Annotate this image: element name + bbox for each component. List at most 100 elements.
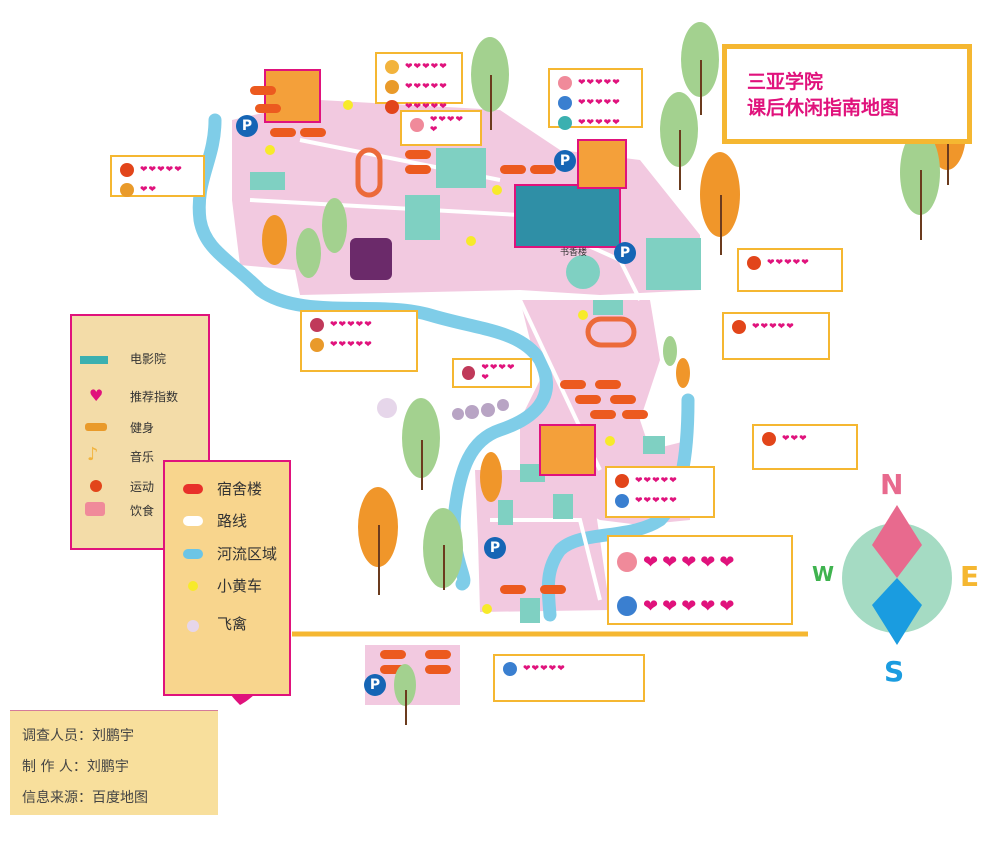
legend-label: 路线 (217, 512, 248, 530)
info-box: ❤❤❤❤❤❤❤❤❤❤ (607, 535, 793, 625)
rating-hearts: ❤❤❤❤❤ (405, 82, 448, 92)
music-icon: ♪ (87, 444, 99, 465)
info-row: ❤❤❤❤❤ (558, 93, 633, 113)
tracks (355, 147, 637, 348)
heart-icon: ❤ (429, 115, 439, 125)
rating-hearts: ❤❤❤❤❤ (578, 118, 621, 128)
info-row: ❤❤❤❤❤ (615, 491, 705, 511)
dumbbell-icon (120, 183, 134, 197)
ball-icon (762, 432, 776, 446)
drinks-icon (503, 662, 517, 676)
rating-hearts: ❤❤❤❤❤ (405, 62, 448, 72)
heart-icon: ❤ (338, 320, 348, 330)
credit-surveyor: 调查人员：刘鹏宇 (22, 728, 134, 744)
heart-icon: ❤ (413, 82, 423, 92)
compass (842, 505, 952, 645)
dumbbell-icon (310, 338, 324, 352)
info-box: ❤❤❤❤❤ (722, 312, 830, 360)
heart-icon: ❤ (660, 496, 670, 506)
heart-icon: ❤ (148, 165, 158, 175)
heart-icon: ❤ (792, 258, 802, 268)
heart-icon: ❤ (347, 340, 356, 350)
heart-icon: ❤ (643, 551, 663, 573)
legend-label: 健身 (130, 421, 155, 435)
heart-icon: ❤ (422, 102, 431, 112)
info-box: ❤❤❤❤❤❤❤ (110, 155, 205, 197)
heart-icon: ❤ (430, 62, 440, 72)
books-icon (310, 318, 324, 332)
heart-icon: ❤ (165, 165, 175, 175)
heart-icon: ❤ (595, 78, 604, 88)
heart-icon: ❤ (700, 595, 720, 617)
credits-panel: 调查人员：刘鹏宇 制 作 人：刘鹏宇 信息来源：百度地图 (10, 710, 218, 815)
info-row: ❤❤❤❤❤ (385, 97, 453, 117)
heart-icon: ❤ (578, 118, 587, 128)
legend-label: 小黄车 (217, 577, 263, 595)
rating-hearts: ❤❤❤❤❤ (643, 552, 738, 573)
info-row: ❤❤❤❤❤ (503, 659, 635, 679)
heart-icon: ❤ (775, 258, 785, 268)
compass-west: W (812, 562, 835, 586)
info-row: ❤❤❤❤❤ (558, 113, 633, 133)
info-box: ❤❤❤❤❤ (452, 358, 532, 388)
drinks-icon (558, 96, 572, 110)
heart-icon: ❤ (652, 476, 661, 486)
legend-label: 河流区域 (217, 545, 278, 563)
legend-label: 运动 (130, 480, 155, 494)
heart-icon: ❤ (603, 98, 613, 108)
heart-icon: ❤ (603, 118, 613, 128)
cinema-icon (558, 116, 572, 130)
info-row: ❤❤❤ (762, 429, 848, 449)
heart-icon: ❤ (413, 102, 423, 112)
heart-icon: ❤ (784, 258, 793, 268)
heart-icon: ❤ (347, 320, 356, 330)
heart-icon: ❤ (595, 118, 604, 128)
info-row: ❤❤ (120, 180, 195, 200)
heart-icon: ❤ (769, 322, 778, 332)
rating-hearts: ❤❤❤❤❤ (430, 115, 472, 135)
color-legend: 宿舍楼 路线 河流区域 小黄车 飞禽 (163, 460, 291, 696)
music-icon (385, 60, 399, 74)
heart-icon: ❤ (355, 320, 365, 330)
heart-icon: ❤ (355, 340, 365, 350)
heart-icon: ❤ (660, 476, 670, 486)
heart-icon: ❤ (157, 165, 166, 175)
title-line2: 课后休闲指南地图 (747, 97, 900, 119)
rating-hearts: ❤❤❤❤❤ (767, 258, 810, 268)
drinks-icon (617, 596, 637, 616)
rating-hearts: ❤❤❤❤❤ (523, 664, 566, 674)
heart-icon: ❤ (801, 258, 810, 268)
info-row: ❤❤❤❤❤ (615, 471, 705, 491)
food-icon (85, 502, 105, 516)
compass-north: N (880, 468, 904, 501)
heart-icon: ❤ (681, 595, 701, 617)
heart-icon: ❤ (364, 320, 373, 330)
legend-label: 飞禽 (217, 615, 248, 633)
heart-icon: ❤ (662, 551, 682, 573)
info-box: ❤❤❤❤❤ (493, 654, 645, 702)
rating-hearts: ❤❤❤❤❤ (578, 78, 621, 88)
ball-icon (120, 163, 134, 177)
parking-icon: P (484, 537, 506, 559)
info-row: ❤❤❤❤❤ (732, 317, 820, 337)
info-row: ❤❤❤❤❤ (385, 77, 453, 97)
heart-icon: ❤ (603, 78, 613, 88)
heart-icon: ❤ (662, 595, 682, 617)
heart-icon: ❤ (612, 78, 621, 88)
heart-icon: ❤ (140, 165, 149, 175)
heart-icon: ❤ (531, 664, 541, 674)
heart-icon: ❤ (523, 664, 532, 674)
info-row: ❤❤❤❤❤ (410, 115, 472, 135)
river-swatch (183, 549, 203, 559)
heart-icon: ❤ (438, 115, 447, 125)
drinks-icon (615, 494, 629, 508)
bike-swatch (188, 581, 198, 591)
parking-icon: P (554, 150, 576, 172)
heart-icon: ❤ (330, 320, 339, 330)
dumbbell-icon (385, 80, 399, 94)
compass-south: S (884, 655, 905, 688)
heart-icon: ❤ (498, 363, 507, 373)
info-row: ❤❤❤❤❤ (120, 160, 195, 180)
heart-icon: ❤ (643, 476, 653, 486)
